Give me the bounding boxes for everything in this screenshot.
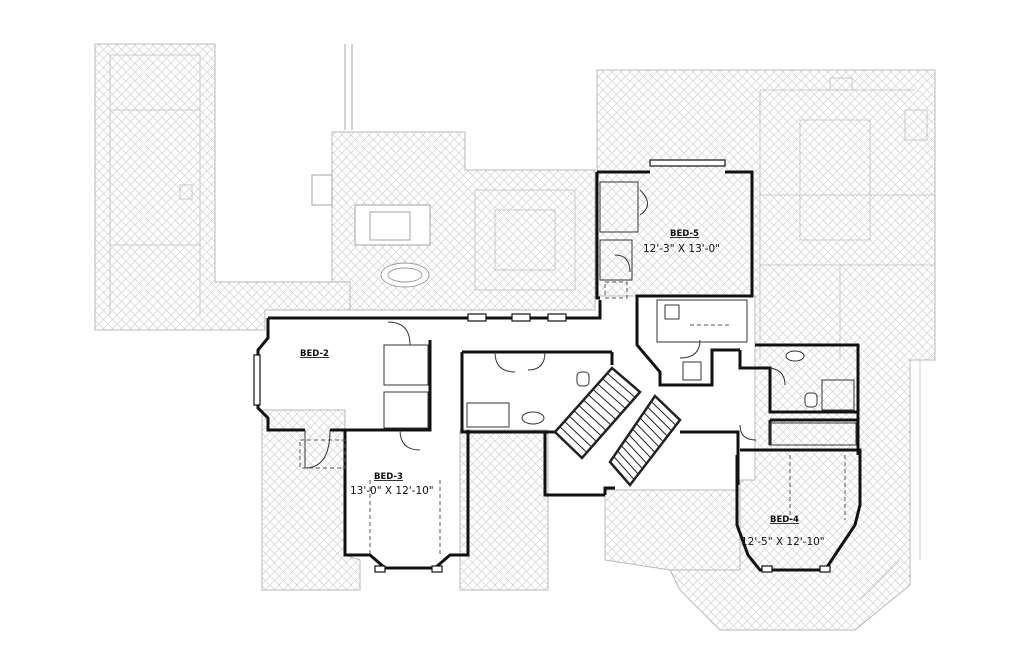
interior-details <box>383 181 857 446</box>
stair-tread <box>643 412 668 437</box>
stair-tread <box>613 456 635 480</box>
wall-bed-3 <box>343 430 470 570</box>
roof-lower-right <box>604 489 741 571</box>
doors <box>304 189 786 469</box>
stair-tread <box>592 388 621 415</box>
stair-tread <box>639 417 664 443</box>
stair-tread <box>583 399 612 426</box>
tub-center <box>466 402 510 428</box>
shower-right <box>821 379 855 411</box>
wall-bed-5 <box>595 170 754 387</box>
washer <box>664 304 680 320</box>
master-bath-fixtures <box>311 44 431 288</box>
room-label-bed-2: BED-2 <box>300 349 329 359</box>
closet-bed-5 <box>599 181 639 233</box>
bath-bed-5 <box>599 239 633 281</box>
walls <box>256 170 862 572</box>
room-dimensions-bed-5: 12'-3" X 13'-0" <box>643 243 720 255</box>
stair-tread <box>578 404 607 431</box>
roof-grid-lines <box>109 54 935 601</box>
wall-hall-north <box>432 300 602 320</box>
stair-tread <box>564 420 593 448</box>
stair-tread <box>573 410 602 437</box>
room-dimensions-bed-3: 13'-0" X 12'-10" <box>350 485 434 497</box>
stair-tread <box>650 401 677 426</box>
closet-bed-2-b <box>383 391 429 429</box>
dashed-lines <box>299 281 846 555</box>
stair-tread <box>624 439 648 464</box>
stair-tread <box>632 428 656 453</box>
stair-tread <box>568 415 597 442</box>
staircase <box>553 366 682 487</box>
sink-center <box>521 411 545 425</box>
closet-bed-2-a <box>383 344 429 386</box>
stair-tread <box>602 378 631 404</box>
toilet-center <box>576 371 590 387</box>
stair-tread <box>617 450 639 475</box>
stair-tread <box>620 445 643 470</box>
windows <box>253 159 831 573</box>
room-dimensions-bed-4: 12'-5" X 12'-10" <box>741 536 825 548</box>
roof-areas <box>94 43 936 631</box>
room-bed-5: BED-5 12'-3" X 13'-0" <box>643 229 720 255</box>
room-bed-2: BED-2 <box>300 349 329 359</box>
sink-right <box>785 350 805 362</box>
wall-bed-4 <box>735 448 862 572</box>
wall-bed-2 <box>256 316 432 432</box>
stair-tread <box>628 434 652 459</box>
room-label-bed-3: BED-3 <box>374 472 403 482</box>
closet-bed-4 <box>769 422 857 446</box>
room-label-bed-4: BED-4 <box>770 515 799 525</box>
stair-tread <box>587 394 617 420</box>
wall-stair-hall <box>545 352 740 495</box>
stair-tread <box>606 372 636 398</box>
room-bed-3: BED-3 13'-0" X 12'-10" <box>350 472 434 497</box>
dryer <box>682 361 702 381</box>
roof-lower-left <box>261 409 361 591</box>
room-bed-4: BED-4 12'-5" X 12'-10" <box>741 515 825 548</box>
stair-tread <box>647 406 673 432</box>
wall-bath-center <box>460 350 612 497</box>
laundry <box>656 299 748 343</box>
roof-lower-middle <box>459 429 549 591</box>
room-label-bed-5: BED-5 <box>670 229 699 239</box>
roof-upper-right <box>596 69 936 631</box>
stair-tread <box>597 383 626 409</box>
toilet-right <box>804 392 818 408</box>
stair-tread <box>559 426 588 453</box>
stair-tread <box>635 423 660 448</box>
